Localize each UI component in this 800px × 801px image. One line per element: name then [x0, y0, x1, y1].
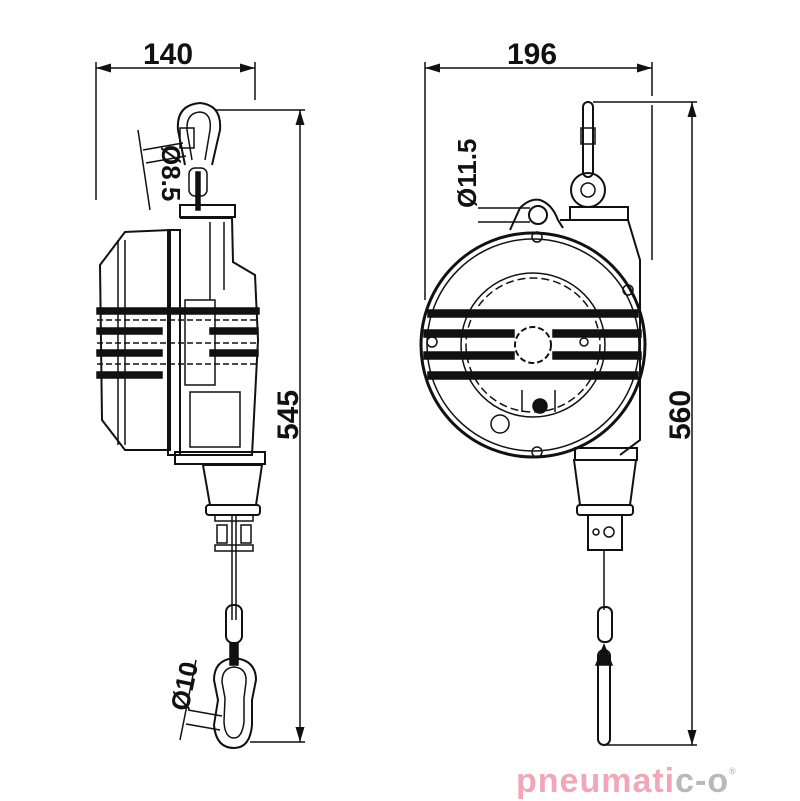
dim-label-140: 140: [143, 38, 193, 71]
bottom-hook: [179, 604, 258, 750]
dim-label-d11-5: Ø11.5: [452, 139, 482, 208]
dim-label-d8-5: Ø8.5: [156, 145, 186, 201]
front-body: [419, 219, 647, 459]
front-lower-assembly: [572, 447, 638, 746]
front-view: [419, 62, 697, 746]
width-dimension-196: [424, 62, 653, 300]
dim-label-545: 545: [272, 390, 305, 440]
top-hook: [137, 101, 222, 211]
logo-tail-text: c-o: [675, 762, 730, 800]
top-eye: [478, 101, 629, 231]
logo-main-text: pneumati: [516, 762, 676, 800]
height-dimension-545: [215, 109, 305, 743]
registered-mark: ®: [729, 766, 737, 776]
height-dimension-560: [593, 101, 697, 746]
brand-logo: pneumatic-o®: [516, 762, 737, 801]
dim-label-196: 196: [507, 38, 557, 71]
dim-label-560: 560: [664, 390, 697, 440]
width-dimension-140: [95, 62, 256, 200]
side-view: [95, 62, 305, 750]
dim-label-d10: Ø10: [165, 659, 205, 713]
side-body: [96, 204, 266, 620]
